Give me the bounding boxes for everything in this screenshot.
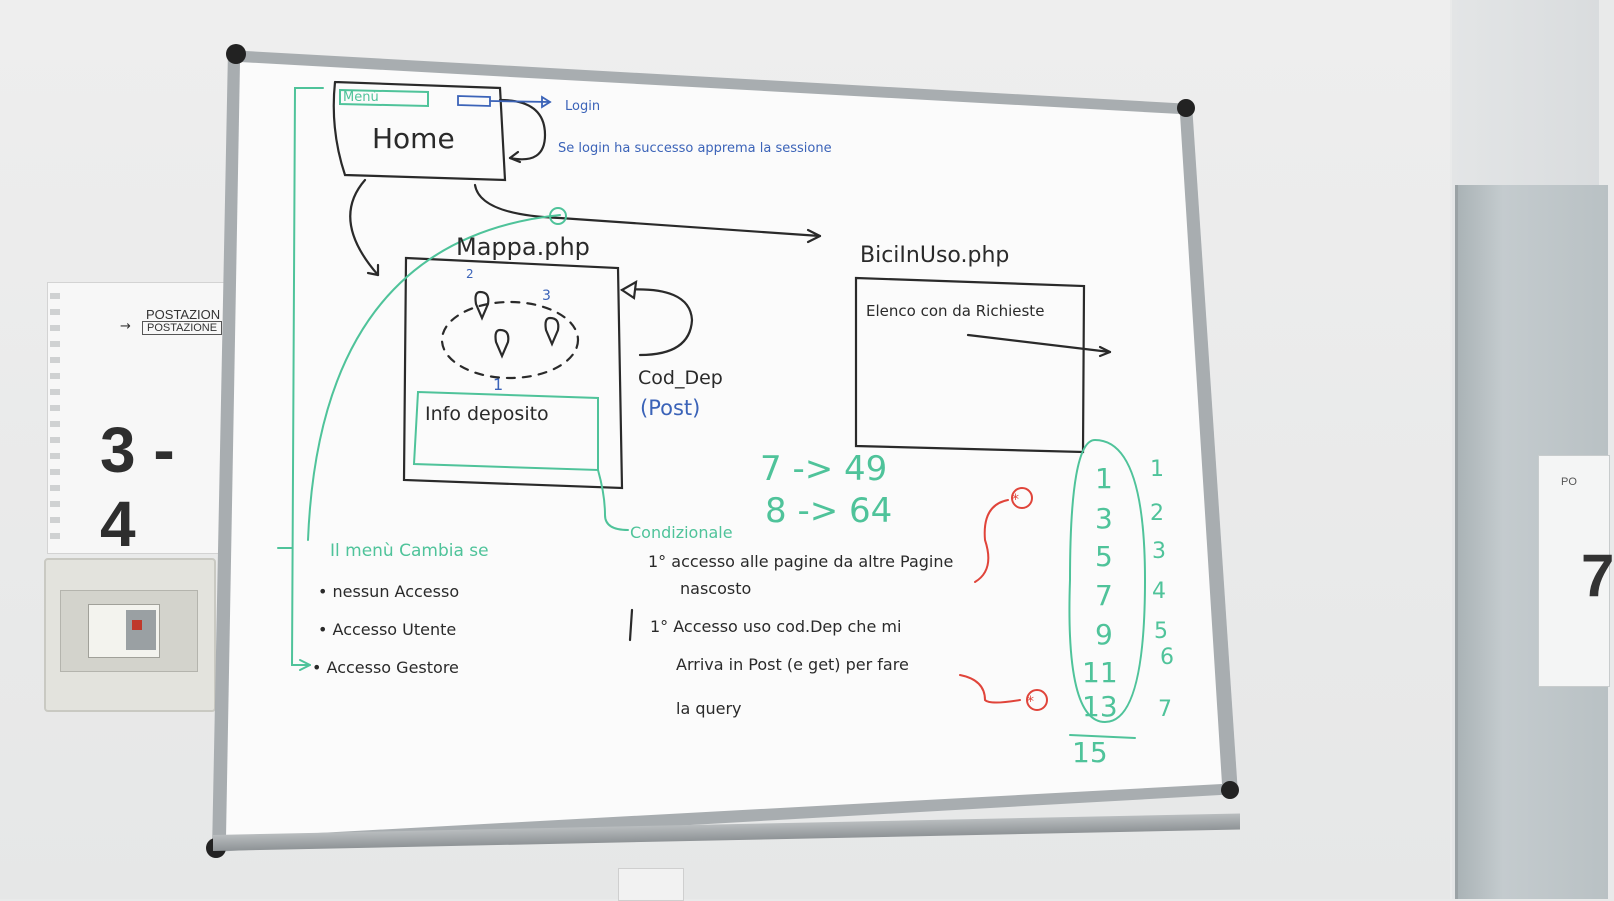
sum-line: [1069, 734, 1136, 739]
home-box: [332, 80, 507, 182]
frame-corner: [226, 44, 246, 64]
sequence-index: 2: [1150, 501, 1164, 526]
map-pin-icon: [474, 290, 490, 321]
login-arrow: [489, 100, 551, 103]
right-sign-text: PO: [1561, 476, 1577, 488]
menu-note-item: • Accesso Utente: [318, 620, 456, 639]
red-ink-drawings: [959, 487, 1048, 711]
sequence-index: 5: [1154, 619, 1168, 644]
pin-label: 3: [542, 288, 551, 304]
pin-label: 2: [466, 267, 474, 281]
mappa-box: [402, 256, 624, 490]
wall-outlet: [618, 868, 684, 901]
breaker-lever: [126, 610, 156, 650]
red-arrow-top: [974, 499, 1009, 583]
green-ink-drawings: [277, 87, 1147, 739]
sequence-odd: 3: [1095, 502, 1113, 535]
sequence-total: 15: [1072, 736, 1108, 769]
arrowhead-icon: [508, 150, 522, 164]
login-label: Login: [565, 99, 600, 114]
login-note: Se login ha successo apprema la sessione: [558, 141, 832, 156]
note-line: nascosto: [680, 579, 751, 598]
green-number-line: 7 -> 49: [760, 449, 887, 489]
sequence-odd: 1: [1095, 462, 1113, 495]
arrowhead-icon: [299, 659, 311, 671]
sequence-odd: 7: [1095, 579, 1113, 612]
note-line: la query: [676, 699, 742, 718]
wall-sign-number: 3 - 4: [100, 414, 175, 560]
menu-tab-label: Menù: [343, 90, 379, 105]
sequence-index: 3: [1152, 539, 1166, 564]
home-to-biciinuso-arrow: [473, 183, 822, 238]
junction-circle: [549, 207, 567, 225]
cod-dep-label: Cod_Dep: [638, 367, 723, 389]
map-area: [440, 300, 580, 380]
list-arrow: [966, 333, 1112, 354]
map-pin-icon: [494, 328, 510, 359]
board-text: Menù Home Login Se login ha successo app…: [312, 90, 1174, 769]
blue-ink-drawings: [457, 95, 552, 109]
menu-bracket: [290, 87, 324, 666]
home-to-mappa-arrow: [349, 178, 380, 277]
cod-dep-method: (Post): [640, 396, 700, 420]
electrical-breaker-box: [44, 558, 216, 712]
menu-note-item: • Accesso Gestore: [312, 658, 459, 677]
map-pin-icon: [544, 316, 560, 347]
marker-circle: [1011, 487, 1033, 509]
black-ink-drawings: [332, 80, 1112, 642]
note-line: Arriva in Post (e get) per fare: [676, 655, 909, 674]
red-arrow-bottom: [959, 674, 1021, 704]
arrowhead-icon: [806, 228, 822, 244]
frame-corner: [1177, 99, 1195, 117]
info-deposito-label: Info deposito: [425, 403, 549, 425]
arrowhead-icon: [541, 95, 552, 109]
condition-label: Condizionale: [630, 523, 733, 542]
arrowhead-icon: [619, 279, 638, 300]
sequence-odd: 13: [1082, 690, 1118, 723]
login-tab: [457, 95, 491, 107]
wall-sign-line1: POSTAZION: [146, 307, 221, 322]
self-loop-arrow: [498, 98, 547, 161]
right-sign: PO 7: [1538, 455, 1614, 687]
green-number-line: 8 -> 64: [765, 491, 892, 531]
exclamation-mark: [628, 608, 634, 642]
sequence-index: 4: [1152, 579, 1166, 604]
right-sign-number: 7: [1581, 542, 1614, 609]
home-title: Home: [372, 122, 455, 155]
breaker-indicator: [132, 620, 142, 630]
marker-asterisk: *: [1012, 492, 1019, 508]
sequence-index: 1: [1150, 457, 1164, 482]
board-surface: [226, 62, 1222, 838]
sequence-odd: 9: [1095, 618, 1113, 651]
marker-asterisk: *: [1027, 694, 1034, 710]
mappa-title: Mappa.php: [456, 233, 590, 261]
marker-circle: [1026, 689, 1048, 711]
biciinuso-title: BiciInUso.php: [860, 243, 1009, 268]
arrowhead-icon: [366, 263, 380, 277]
sequence-odd: 11: [1082, 656, 1118, 689]
sequence-index: 7: [1158, 697, 1172, 722]
menu-note-heading: Il menù Cambia se: [330, 541, 489, 561]
arrow-icon: →: [120, 319, 131, 334]
sequence-oval: [1068, 438, 1147, 724]
cod-dep-loop: [620, 288, 694, 357]
sequence-odd: 5: [1095, 540, 1113, 573]
note-line: 1° Accesso uso cod.Dep che mi: [650, 617, 901, 636]
menu-note-item: • nessun Accesso: [318, 582, 459, 601]
sequence-index: 6: [1160, 645, 1174, 670]
arrowhead-icon: [1098, 345, 1112, 358]
condition-connector: [597, 469, 629, 531]
wall-sign-line2: POSTAZIONE: [142, 321, 223, 335]
pin-label: 1: [493, 375, 503, 394]
biciinuso-content: Elenco con da Richieste: [866, 302, 1044, 320]
menu-tab: [339, 88, 429, 108]
note-line: 1° accesso alle pagine da altre Pagine: [648, 552, 953, 571]
sheet-protector-holes: [50, 293, 60, 543]
menu-to-mappa-curve: [307, 214, 561, 541]
frame-corner: [1221, 781, 1239, 799]
wall-sign: POSTAZION → POSTAZIONE 3 - 4: [47, 282, 227, 560]
